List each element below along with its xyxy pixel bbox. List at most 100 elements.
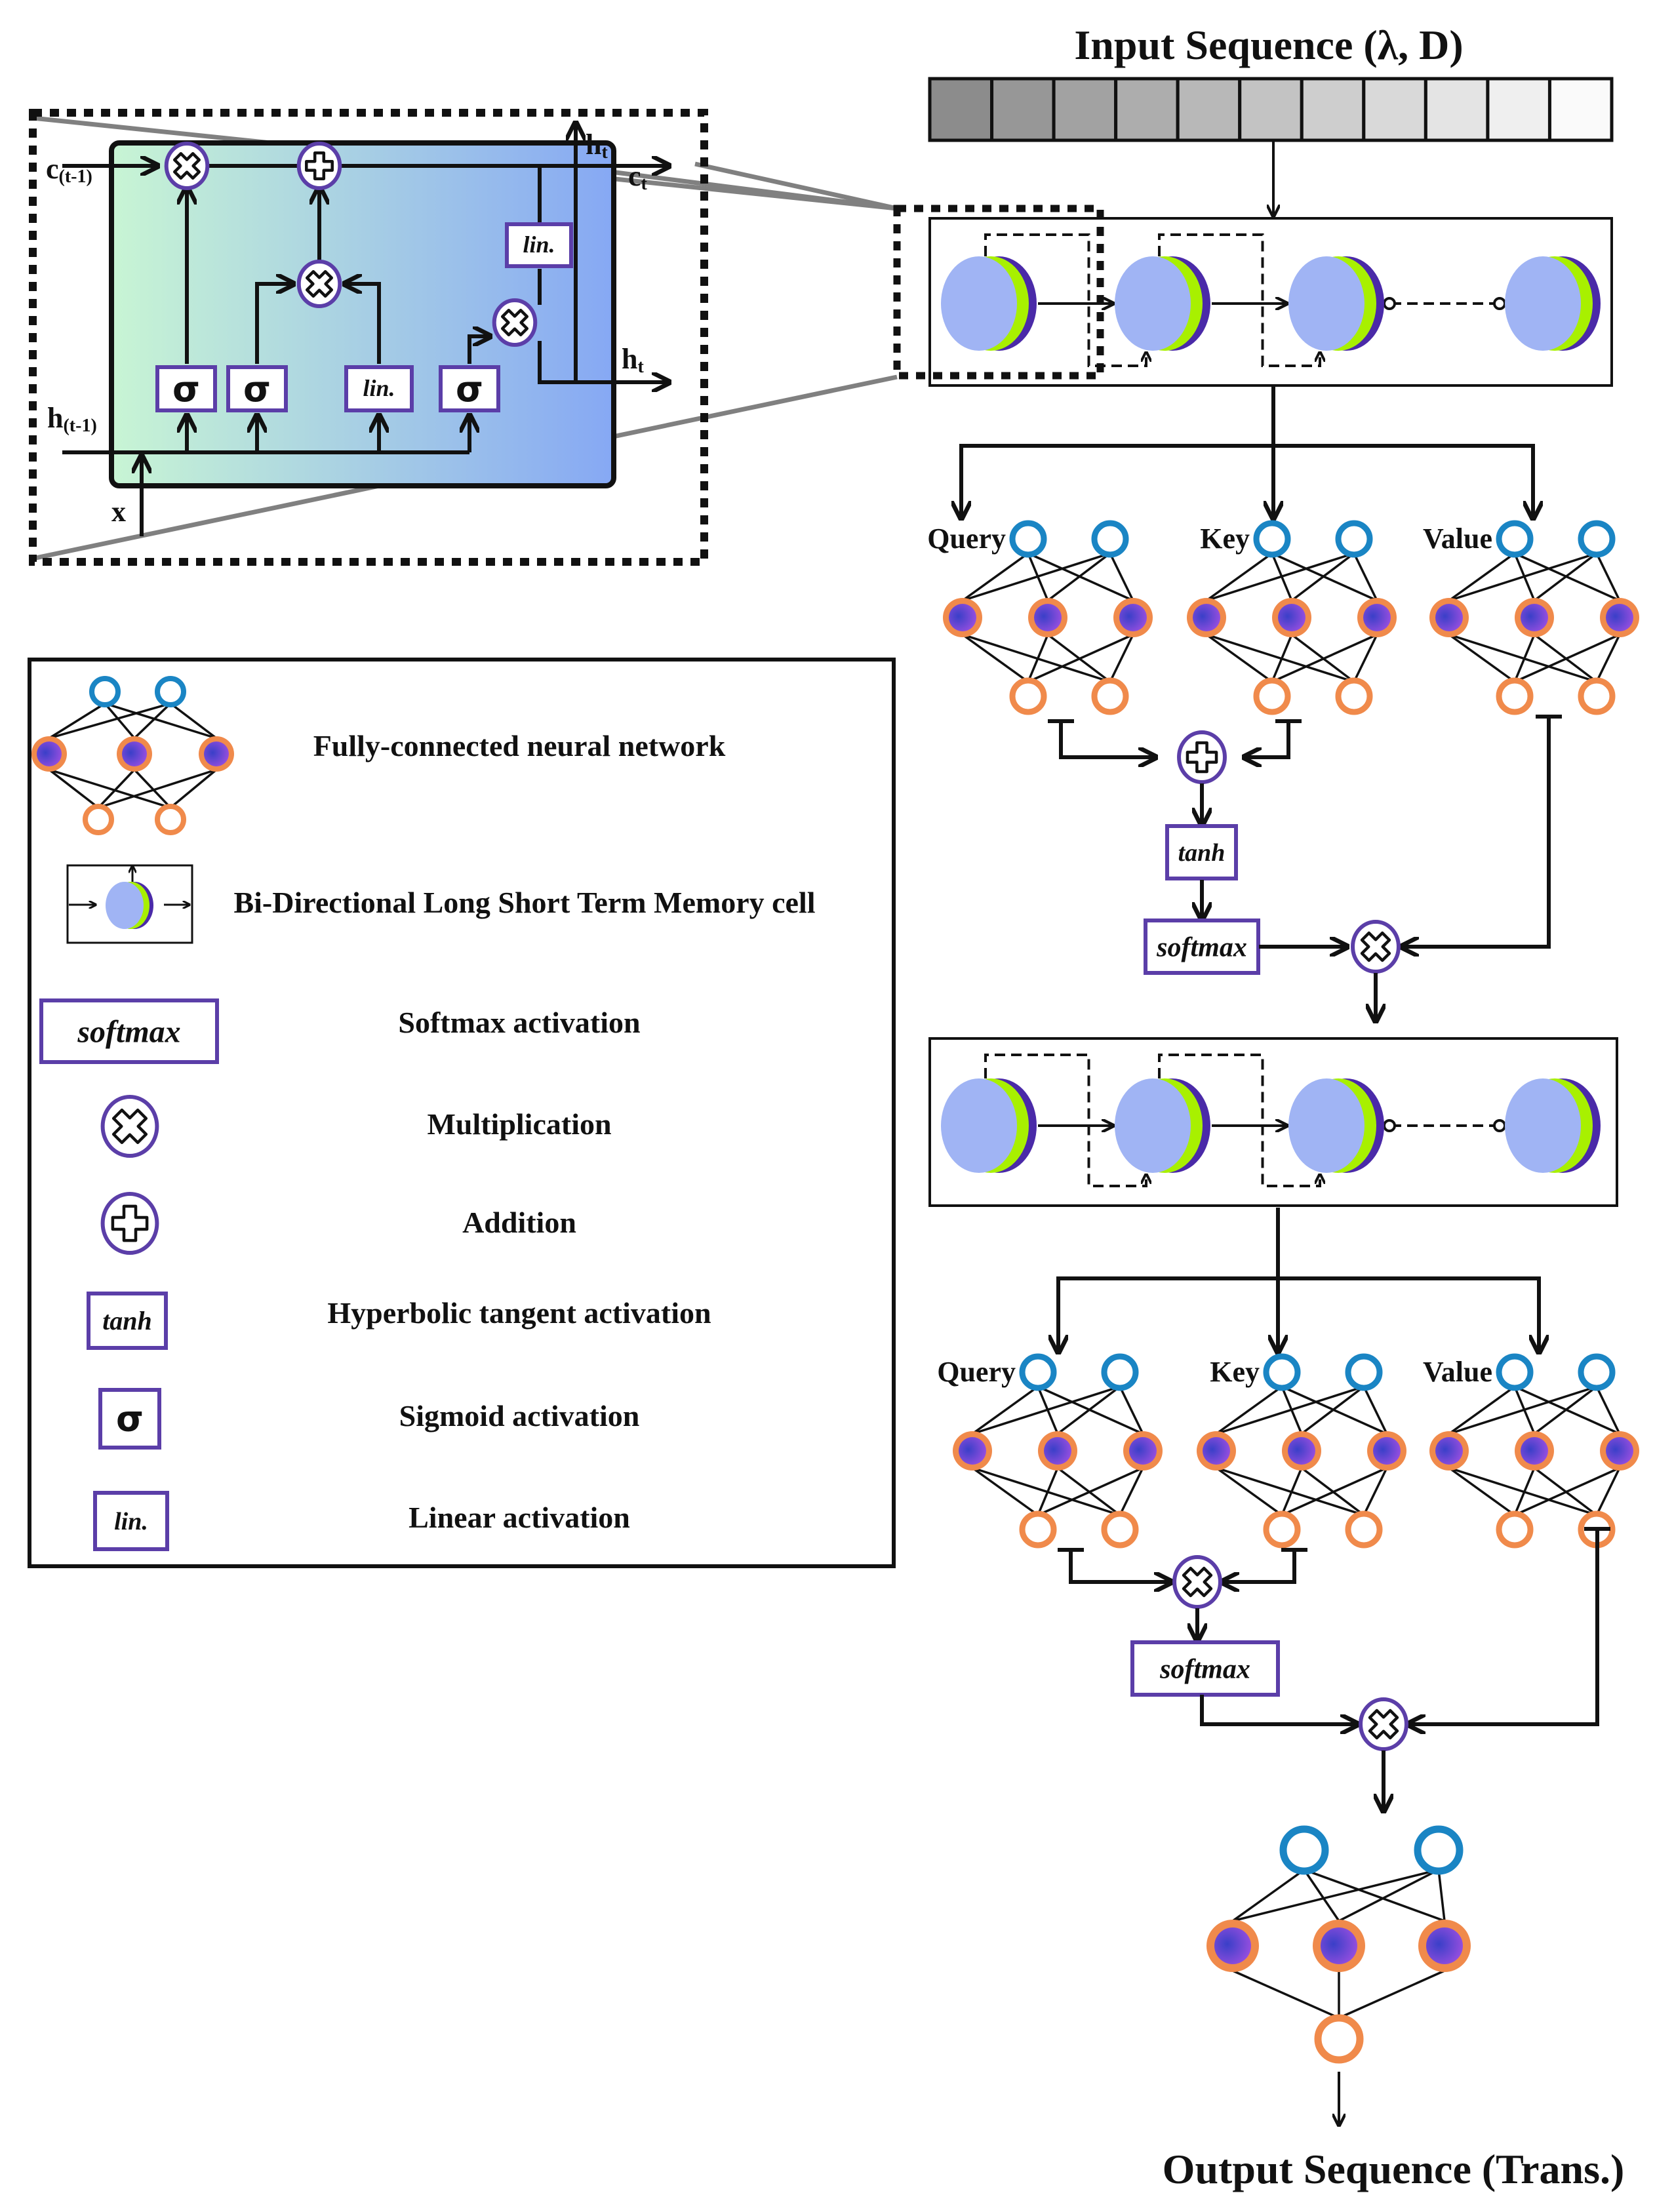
fully-connected-network: Value (1423, 1353, 1639, 1549)
branch-label-key: Key (1200, 523, 1250, 555)
zoom-line (694, 161, 898, 211)
branch-label-value: Value (1423, 1356, 1492, 1388)
bilstm-cell-icon (941, 1078, 1037, 1173)
branch-label-query: Query (927, 523, 1006, 555)
sigmoid-box-icon: σ (98, 1388, 161, 1450)
input-node (1496, 1353, 1534, 1391)
output-linear-activation: lin. (505, 222, 573, 268)
softmax-box-icon: softmax (39, 998, 219, 1064)
bilstm-cell-icon (106, 882, 153, 929)
bilstm-cell-icon (1505, 1078, 1601, 1173)
gate-linear-candidate: lin. (344, 365, 414, 412)
output-node (1009, 677, 1047, 715)
linear-box-icon-label: lin. (114, 1508, 148, 1535)
bilstm-block-1 (928, 217, 1613, 387)
input-node (1019, 1353, 1057, 1391)
sequence-cell (990, 77, 1056, 142)
sequence-cell (1176, 77, 1242, 142)
label-h-prev: h(t-1) (47, 402, 97, 436)
backward-connection (1158, 233, 1320, 367)
multiplication-icon (492, 298, 538, 347)
softmax-activation-label: softmax (1156, 932, 1247, 962)
branch-label-query: Query (937, 1356, 1016, 1388)
branch-connector-1 (961, 387, 1533, 517)
multiplication-icon (296, 260, 342, 308)
label-c-prev: c(t-1) (46, 153, 92, 187)
gate-sigmoid-output: σ (439, 365, 500, 412)
legend-item: Multiplication (100, 1095, 612, 1158)
branch-label-key: Key (1210, 1356, 1260, 1388)
sequence-cell (1114, 77, 1180, 142)
input-node (1578, 1353, 1616, 1391)
input-node (1279, 1825, 1329, 1875)
output-node (1345, 1511, 1383, 1549)
sigma-label: σ (456, 368, 483, 410)
legend-label: Bi-Directional Long Short Term Memory ce… (233, 886, 815, 919)
output-node (1496, 677, 1534, 715)
addition-icon (296, 142, 342, 190)
multiplication-icon (164, 142, 210, 190)
bilstm-block-2 (928, 1037, 1618, 1207)
legend-label: Softmax activation (398, 1006, 640, 1039)
backward-connection (984, 1054, 1146, 1187)
input-node (1091, 520, 1129, 558)
multiplication-icon (492, 298, 538, 347)
softmax-activation-label: softmax (1159, 1654, 1250, 1684)
fully-connected-network: Key (1197, 1353, 1406, 1549)
sequence-cell (1052, 77, 1118, 142)
input-node (1263, 1353, 1301, 1391)
branch-connector-2 (1058, 1208, 1539, 1351)
multiplication-icon (100, 1095, 159, 1158)
input-sequence-bar (928, 77, 1614, 142)
softmax-box-icon-label: softmax (77, 1014, 180, 1049)
output-node (1253, 677, 1291, 715)
output-sequence-title: Output Sequence (Trans.) (1163, 2146, 1625, 2192)
tanh-activation-label: tanh (1178, 839, 1226, 867)
linear-box-icon: lin. (93, 1491, 169, 1551)
addition-icon (100, 1192, 159, 1255)
sequence-cell (1547, 77, 1614, 142)
legend-label: Multiplication (427, 1107, 611, 1141)
sequence-cell (1300, 77, 1366, 142)
fully-connected-network: Query (927, 520, 1153, 715)
gate-sigmoid-forget: σ (155, 365, 217, 412)
sequence-cell (1424, 77, 1490, 142)
input-sequence-title: Input Sequence (λ, D) (1074, 22, 1463, 68)
output-node (1578, 677, 1616, 715)
legend-label: Hyperbolic tangent activation (327, 1296, 711, 1330)
output-node (1091, 677, 1129, 715)
sequence-cell (1486, 77, 1551, 142)
bilstm-cell-icon (66, 864, 193, 944)
bilstm-cell-icon (1505, 256, 1601, 351)
bilstm-cell-icon (1288, 256, 1384, 351)
input-node (1335, 520, 1373, 558)
lstm-cell-detail: σ σ lin. σ lin. c(t-1) h(t-1) ct ht ht x (29, 109, 898, 566)
addition-icon (1177, 730, 1227, 784)
softmax-activation: softmax (1144, 918, 1260, 975)
input-node (1101, 1353, 1139, 1391)
output-node (1101, 1511, 1139, 1549)
multiplication-icon (1351, 920, 1401, 974)
legend-item: Fully-connected neural network (31, 676, 726, 835)
backward-connection (984, 233, 1146, 367)
legend: Fully-connected neural networkBi-Directi… (31, 676, 816, 1551)
legend-item: Softmax activation softmax (39, 998, 641, 1064)
lin-label: lin. (523, 231, 555, 258)
output-node (1496, 1511, 1534, 1549)
tanh-box-icon: tanh (87, 1292, 168, 1350)
label-h-t-right: ht (622, 343, 644, 377)
output-node (1263, 1511, 1301, 1549)
gate-sigmoid-input: σ (226, 365, 288, 412)
bilstm-cell-icon (1115, 256, 1210, 351)
bilstm-cell-icon (1115, 1078, 1210, 1173)
legend-item: Addition (100, 1192, 576, 1255)
legend-label: Fully-connected neural network (313, 729, 726, 762)
zoom-frame (29, 109, 708, 566)
fully-connected-nn-icon (31, 676, 234, 835)
output-node (1019, 1511, 1057, 1549)
